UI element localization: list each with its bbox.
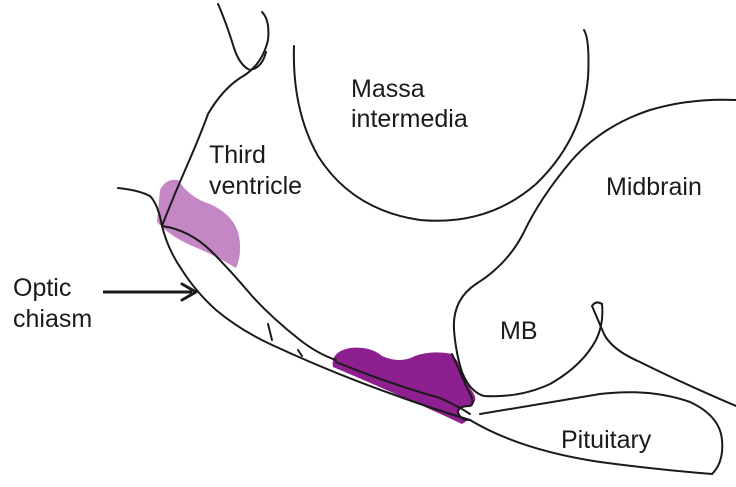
mb-label: MB	[500, 316, 538, 347]
massa-intermedia-label: Massa intermedia	[351, 74, 468, 134]
third-ventricle-label: Third ventricle	[209, 140, 302, 202]
midbrain-outline	[454, 100, 736, 397]
pituitary-label: Pituitary	[561, 425, 651, 456]
optic-chiasm-label-line-2: chiasm	[13, 304, 92, 335]
pituitary-label-text: Pituitary	[561, 425, 651, 456]
floor-tick-2	[298, 350, 302, 356]
massa-intermedia-label-line-1: Massa	[351, 74, 468, 104]
optic-chiasm-label-line-1: Optic	[13, 273, 92, 304]
midbrain-label: Midbrain	[606, 172, 702, 203]
third-ventricle-label-line-2: ventricle	[209, 171, 302, 202]
massa-intermedia-label-line-2: intermedia	[351, 104, 468, 134]
floor-tick-1	[268, 324, 272, 340]
mb-label-text: MB	[500, 316, 538, 347]
optic-chiasm-label: Optic chiasm	[13, 273, 92, 335]
midbrain-label-text: Midbrain	[606, 172, 702, 203]
pituitary-stalk-outline	[592, 302, 736, 406]
third-ventricle-label-line-1: Third	[209, 140, 302, 171]
